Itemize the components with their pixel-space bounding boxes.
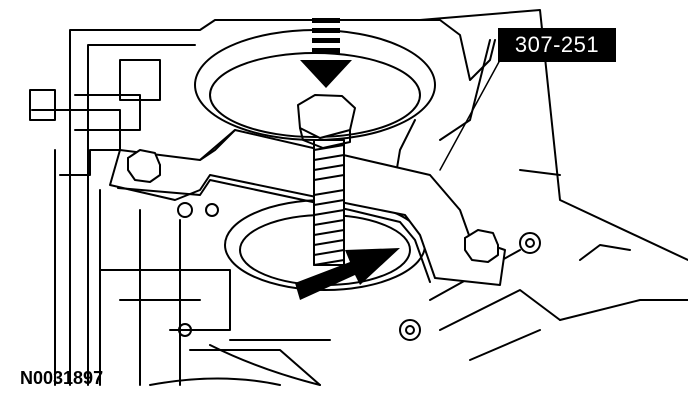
plate-bolt-right: [464, 229, 499, 263]
tool-bridge-plate: [109, 129, 506, 286]
bolt-holes: [177, 202, 541, 341]
arrow-right-icon: [295, 248, 400, 300]
tool-number-callout: 307-251: [498, 28, 616, 62]
callout-leader: [439, 59, 501, 171]
valve-body-case: [29, 9, 688, 386]
figure-id: N0031897: [20, 368, 104, 388]
plate-bolt-left: [127, 149, 161, 183]
forcing-screw: [297, 94, 356, 266]
arrow-down-icon: [300, 18, 352, 88]
